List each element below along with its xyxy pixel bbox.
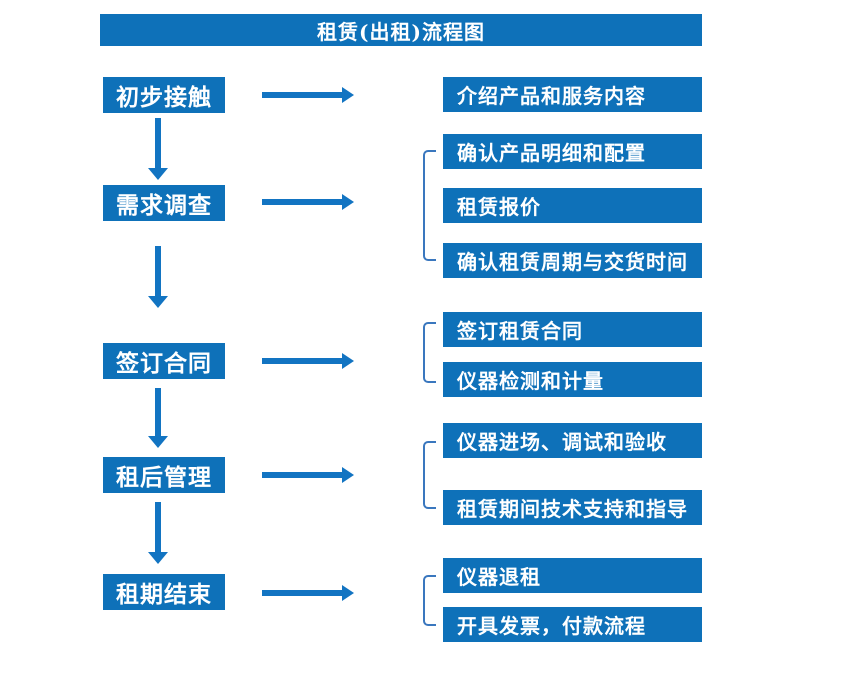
step-box-rental-end: 租期结束 <box>103 574 225 610</box>
arrow-head <box>342 585 354 601</box>
step-box-initial-contact: 初步接触 <box>103 77 225 113</box>
output-box-instrument-return: 仪器退租 <box>443 558 702 593</box>
arrow-head <box>148 552 168 564</box>
right-arrow-icon <box>262 585 354 601</box>
output-box-introduce-products: 介绍产品和服务内容 <box>443 77 702 112</box>
arrow-head <box>342 353 354 369</box>
step-box-post-rental-management: 租后管理 <box>103 457 225 493</box>
group-bracket-demand-survey <box>423 150 436 261</box>
arrow-head <box>148 168 168 180</box>
down-arrow-icon <box>148 388 168 448</box>
output-box-sign-rental-contract: 签订租赁合同 <box>443 312 702 347</box>
flowchart-title: 租赁(出租)流程图 <box>100 14 702 46</box>
arrow-head <box>342 87 354 103</box>
arrow-shaft <box>262 590 343 596</box>
arrow-shaft <box>262 92 343 98</box>
output-box-confirm-rental-period: 确认租赁周期与交货时间 <box>443 243 702 278</box>
right-arrow-icon <box>262 87 354 103</box>
group-bracket-post-rental <box>423 441 436 509</box>
output-box-technical-support: 租赁期间技术支持和指导 <box>443 490 702 525</box>
arrow-shaft <box>155 502 161 553</box>
step-box-demand-survey: 需求调查 <box>103 185 225 221</box>
arrow-shaft <box>262 358 343 364</box>
down-arrow-icon <box>148 502 168 564</box>
output-box-confirm-product-details: 确认产品明细和配置 <box>443 134 702 169</box>
down-arrow-icon <box>148 246 168 308</box>
output-box-instrument-setup: 仪器进场、调试和验收 <box>443 423 702 458</box>
group-bracket-rental-end <box>423 575 436 626</box>
arrow-head <box>148 436 168 448</box>
arrow-shaft <box>155 118 161 169</box>
arrow-shaft <box>262 472 343 478</box>
output-box-instrument-testing: 仪器检测和计量 <box>443 362 702 397</box>
step-box-sign-contract: 签订合同 <box>103 343 225 379</box>
output-box-invoice-payment: 开具发票，付款流程 <box>443 607 702 642</box>
arrow-shaft <box>155 246 161 297</box>
group-bracket-sign-contract <box>423 322 436 383</box>
arrow-head <box>342 194 354 210</box>
arrow-head <box>148 296 168 308</box>
arrow-shaft <box>262 199 343 205</box>
right-arrow-icon <box>262 194 354 210</box>
right-arrow-icon <box>262 353 354 369</box>
right-arrow-icon <box>262 467 354 483</box>
arrow-shaft <box>155 388 161 437</box>
down-arrow-icon <box>148 118 168 180</box>
arrow-head <box>342 467 354 483</box>
output-box-rental-quote: 租赁报价 <box>443 188 702 223</box>
